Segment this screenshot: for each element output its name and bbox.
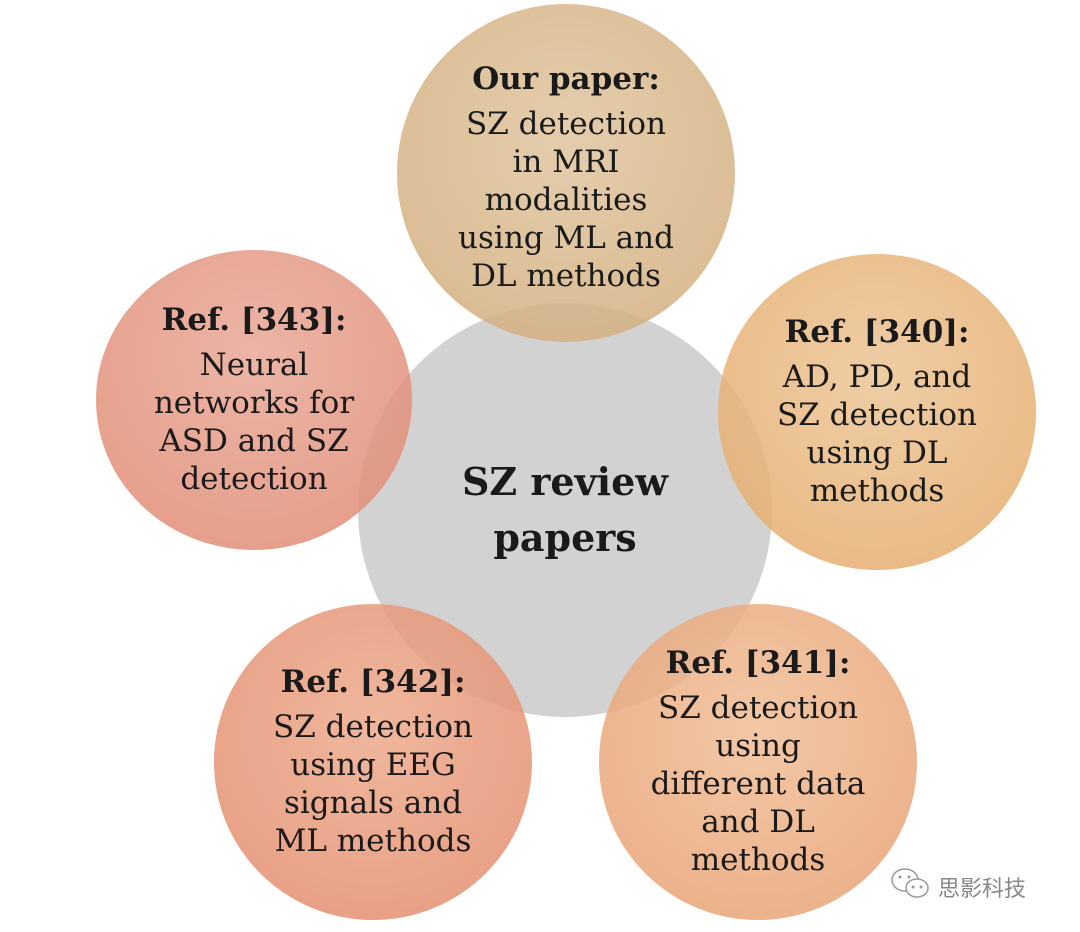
- node-our-paper: Our paper: SZ detection in MRI modalitie…: [397, 4, 735, 342]
- node-title: Ref. [342]:: [280, 664, 466, 700]
- node-line: using ML and: [458, 220, 674, 256]
- wechat-icon: [890, 866, 932, 908]
- node-ref-342: Ref. [342]: SZ detection using EEG signa…: [214, 604, 532, 920]
- node-line: different data: [650, 766, 866, 802]
- node-line: methods: [809, 473, 945, 509]
- node-line: SZ detection: [658, 690, 858, 726]
- node-line: methods: [690, 842, 826, 878]
- node-line: DL methods: [471, 258, 661, 294]
- watermark-text: 思影科技: [938, 877, 1027, 902]
- node-title: Our paper:: [472, 61, 660, 97]
- node-line: SZ detection: [466, 106, 666, 142]
- node-line: ML methods: [274, 823, 472, 859]
- node-line: SZ detection: [777, 397, 977, 433]
- node-line: using EEG: [290, 747, 456, 783]
- node-line: using: [715, 728, 801, 764]
- node-title: Ref. [340]:: [784, 314, 970, 350]
- node-line: networks for: [153, 385, 355, 421]
- node-line: using DL: [806, 435, 948, 471]
- node-ref-341: Ref. [341]: SZ detection using different…: [599, 604, 917, 920]
- center-label-line2: papers: [493, 515, 637, 560]
- node-title: Ref. [341]:: [665, 645, 851, 681]
- node-line: SZ detection: [273, 709, 473, 745]
- node-line: ASD and SZ: [159, 423, 349, 459]
- center-label-line1: SZ review: [461, 459, 668, 504]
- node-line: AD, PD, and: [782, 359, 972, 395]
- node-line: detection: [180, 461, 328, 497]
- node-ref-340: Ref. [340]: AD, PD, and SZ detection usi…: [718, 254, 1036, 570]
- node-line: and DL: [701, 804, 815, 840]
- node-ref-343: Ref. [343]: Neural networks for ASD and …: [96, 250, 412, 550]
- node-line: signals and: [283, 785, 463, 821]
- node-title: Ref. [343]:: [161, 302, 347, 338]
- node-line: in MRI: [512, 144, 620, 180]
- node-line: Neural: [199, 347, 309, 383]
- watermark: 思影科技: [890, 866, 1026, 908]
- node-line: modalities: [484, 182, 648, 218]
